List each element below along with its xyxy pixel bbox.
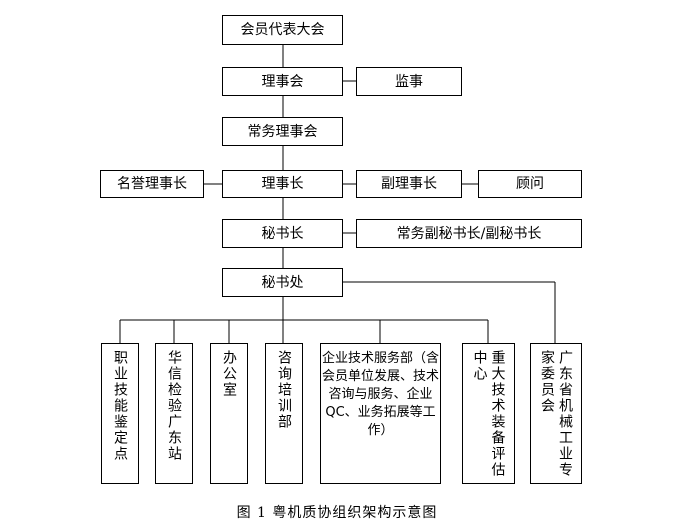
dept-label: 重大技术装备评估中心: [471, 350, 506, 478]
dept-label: 职业技能鉴定点: [112, 350, 128, 462]
dept-expert-committee: 广东省机械工业专家委员会: [530, 343, 582, 484]
dept-label: 办公室: [221, 350, 237, 398]
vice-chairman-box: 副理事长: [356, 170, 462, 198]
dept-major-equipment-assessment: 重大技术装备评估中心: [462, 343, 515, 484]
deputy-secretary-box: 常务副秘书长/副秘书长: [356, 219, 582, 248]
assembly-box: 会员代表大会: [222, 15, 343, 45]
honorary-chair-box: 名誉理事长: [100, 170, 204, 198]
dept-label: 广东省机械工业专家委员会: [539, 350, 573, 478]
figure-caption: 图 1 粤机质协组织架构示意图: [236, 505, 438, 521]
chairman-box: 理事长: [222, 170, 343, 198]
dept-skill-appraisal: 职业技能鉴定点: [101, 343, 139, 484]
secretariat-box: 秘书处: [222, 268, 343, 297]
dept-label: 企业技术服务部（含会员单位发展、技术咨询与服务、企业 QC、业务拓展等工作）: [321, 351, 439, 438]
dept-consulting-training: 咨询培训部: [265, 343, 303, 484]
council-box: 理事会: [222, 67, 343, 96]
dept-huaxin-inspection: 华信检验广东站: [155, 343, 193, 484]
dept-label: 咨询培训部: [276, 350, 292, 430]
dept-enterprise-tech-service: 企业技术服务部（含会员单位发展、技术咨询与服务、企业 QC、业务拓展等工作）: [320, 343, 441, 484]
secretary-general-box: 秘书长: [222, 219, 343, 248]
advisor-box: 顾问: [478, 170, 582, 198]
dept-office: 办公室: [210, 343, 248, 484]
standing-council-box: 常务理事会: [222, 117, 343, 146]
supervisor-box: 监事: [356, 67, 462, 96]
dept-label: 华信检验广东站: [166, 350, 182, 462]
